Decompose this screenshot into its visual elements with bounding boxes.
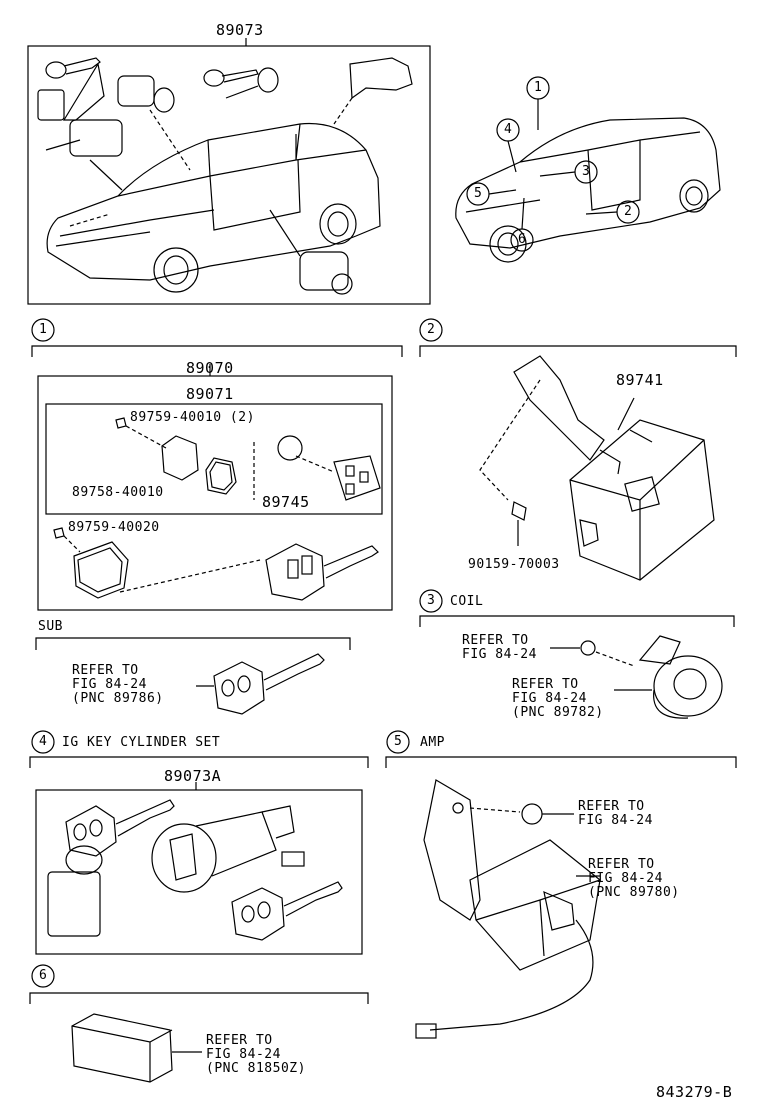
figure-id: 843279-B (656, 1083, 733, 1101)
section-4-title: IG KEY CYLINDER SET (62, 735, 221, 750)
callout-6: 6 (518, 232, 527, 247)
part-89073-label: 89073 (216, 21, 264, 39)
section-2-number: 2 (427, 322, 436, 337)
part-89741-label: 89741 (616, 371, 664, 389)
coil-refer-note-b: REFER TO FIG 84-24 (PNC 89782) (512, 677, 604, 720)
section-4-art (29, 730, 369, 955)
section-4-number: 4 (39, 734, 48, 749)
section-5-number: 5 (394, 734, 403, 749)
coil-refer-note-a: REFER TO FIG 84-24 (462, 633, 537, 662)
overview-box (27, 38, 431, 305)
callout-2: 2 (624, 204, 633, 219)
callout-3: 3 (582, 164, 591, 179)
section-6-refer-note: REFER TO FIG 84-24 (PNC 81850Z) (206, 1033, 306, 1076)
overview-car-left (46, 122, 381, 293)
section-6-art (29, 964, 369, 1083)
screw-89759-40010-label: 89759-40010 (2) (130, 410, 255, 425)
part-89071-label: 89071 (186, 385, 234, 403)
amp-refer-note-a: REFER TO FIG 84-24 (578, 799, 653, 828)
callout-1: 1 (534, 80, 543, 95)
battery-89745-label: 89745 (262, 493, 310, 511)
section-1-art (31, 318, 403, 715)
overview-key-parts (37, 57, 413, 295)
amp-refer-note-b: REFER TO FIG 84-24 (PNC 89780) (588, 857, 680, 900)
part-89073a-label: 89073A (164, 767, 222, 785)
sub-key-label: SUB (38, 619, 63, 634)
section-2-art (419, 318, 737, 581)
callout-5: 5 (474, 186, 483, 201)
section-5-title: AMP (420, 735, 445, 750)
section-6-number: 6 (39, 968, 48, 983)
bolt-90159-70003-label: 90159-70003 (468, 557, 560, 572)
screw-89759-40020-label: 89759-40020 (68, 520, 160, 535)
section-3-art (419, 589, 735, 719)
sub-refer-note: REFER TO FIG 84-24 (PNC 89786) (72, 663, 164, 706)
section-5-art (385, 730, 737, 1039)
section-1-number: 1 (39, 322, 48, 337)
gasket-89758-40010-label: 89758-40010 (72, 485, 164, 500)
section-3-number: 3 (427, 593, 436, 608)
part-89070-label: 89070 (186, 359, 234, 377)
section-3-title: COIL (450, 594, 484, 609)
callout-4: 4 (504, 122, 513, 137)
callout-car (455, 76, 721, 263)
